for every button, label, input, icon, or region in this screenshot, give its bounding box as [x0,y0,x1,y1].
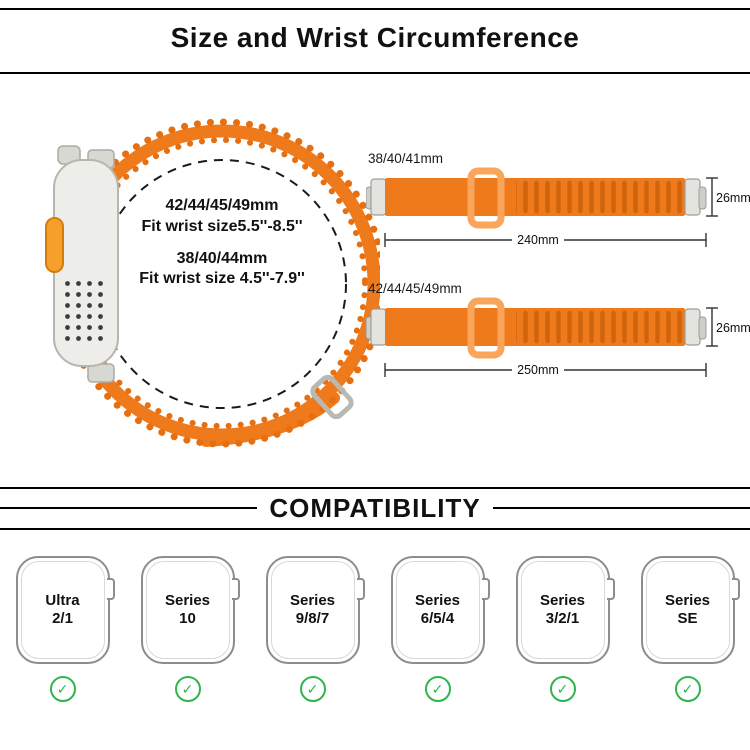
compatible-check-icon: ✓ [49,676,76,702]
band-length-label: 240mm [517,233,559,247]
band-diagram-small: 38/40/41mm 26mm [366,151,750,247]
size-fit-text: 42/44/45/49mm Fit wrist size5.5''-8.5'' … [92,196,352,290]
top-divider [0,8,750,10]
compat-bottom-divider [0,528,750,530]
model-card-series-3-2-1: Series 3/2/1 ✓ [500,556,625,702]
band-width-label: 26mm [716,321,750,335]
watch-outline: Series 10 [140,556,240,664]
side-button-icon [106,578,115,600]
size-section-title: Size and Wrist Circumference [170,22,580,53]
model-name: Series [539,592,586,609]
model-name: Ultra [45,592,80,609]
strap-ridges [516,308,684,346]
band-width-measure: 26mm [706,177,750,217]
band-length-label: 250mm [517,363,559,377]
compatible-check-icon: ✓ [549,676,576,702]
model-detail: 9/8/7 [295,610,330,627]
size-section: 42/44/45/49mm Fit wrist size5.5''-8.5'' … [0,78,750,482]
lug-pin-right [698,316,707,340]
compat-left-line [0,507,258,509]
size-line-4: Fit wrist size 4.5''-7.9'' [139,270,305,288]
band-strap-graphic [366,167,707,229]
model-detail: SE [677,610,698,627]
model-detail: 3/2/1 [545,610,580,627]
band-size-label: 38/40/41mm [368,151,443,166]
compatible-check-icon: ✓ [674,676,701,702]
lug-right [684,178,701,216]
compatibility-header: COMPATIBILITY [0,490,750,526]
model-name: Series [414,592,461,609]
size-line-1: 42/44/45/49mm [165,197,279,214]
band-scallop-outer-edge [57,118,380,448]
model-detail: 2/1 [52,610,73,627]
lug-left [370,178,387,216]
strap-ridges [516,178,684,216]
speaker-grille-icon [64,280,108,346]
strap-buckle-icon [467,297,505,359]
compatible-check-icon: ✓ [299,676,326,702]
model-card-series-9-8-7: Series 9/8/7 ✓ [250,556,375,702]
band-length-measure: 240mm [384,233,707,247]
watch-outline: Ultra 2/1 [15,556,115,664]
model-name: Series [164,592,211,609]
band-g-hook-buckle-icon [310,374,354,420]
model-card-series-6-5-4: Series 6/5/4 ✓ [375,556,500,702]
watch-outline: Series 6/5/4 [390,556,490,664]
model-card-series-10: Series 10 ✓ [125,556,250,702]
size-line-2: Fit wrist size5.5''-8.5'' [141,217,303,235]
band-length-measure: 250mm [384,363,707,377]
band-diagram-large: 42/44/45/49mm 26mm [366,281,750,377]
lug-right [684,308,701,346]
compatible-check-icon: ✓ [174,676,201,702]
model-card-series-se: Series SE ✓ [625,556,750,702]
side-button-icon [231,578,240,600]
model-card-ultra-2-1: Ultra 2/1 ✓ [0,556,125,702]
side-button-icon [606,578,615,600]
size-title-divider [0,72,750,74]
model-name: Series [289,592,336,609]
watch-outline: Series SE [640,556,740,664]
watch-outline: Series 9/8/7 [265,556,365,664]
band-width-measure: 26mm [706,307,750,347]
band-width-label: 26mm [716,191,750,205]
model-detail: 10 [179,610,196,627]
band-strap-graphic [366,297,707,359]
side-button-icon [481,578,490,600]
band-size-label: 42/44/45/49mm [368,281,462,296]
lug-left [370,308,387,346]
side-button-icon [356,578,365,600]
strap-buckle-icon [467,167,505,229]
model-name: Series [664,592,711,609]
compatibility-title: COMPATIBILITY [269,492,481,523]
model-detail: 6/5/4 [420,610,455,627]
compat-top-divider [0,487,750,489]
watch-band-loop-illustration [45,118,380,448]
action-button [45,217,64,273]
band-diagrams: 38/40/41mm 26mm [366,150,750,410]
lug-pin-right [698,186,707,210]
watch-outline: Series 3/2/1 [515,556,615,664]
watch-side-view [45,145,119,383]
compatible-check-icon: ✓ [424,676,451,702]
compat-right-line [492,507,750,509]
side-button-icon [731,578,740,600]
compatibility-models: Ultra 2/1 ✓ Series 10 ✓ [0,556,750,702]
size-line-3: 38/40/44mm [176,249,268,267]
